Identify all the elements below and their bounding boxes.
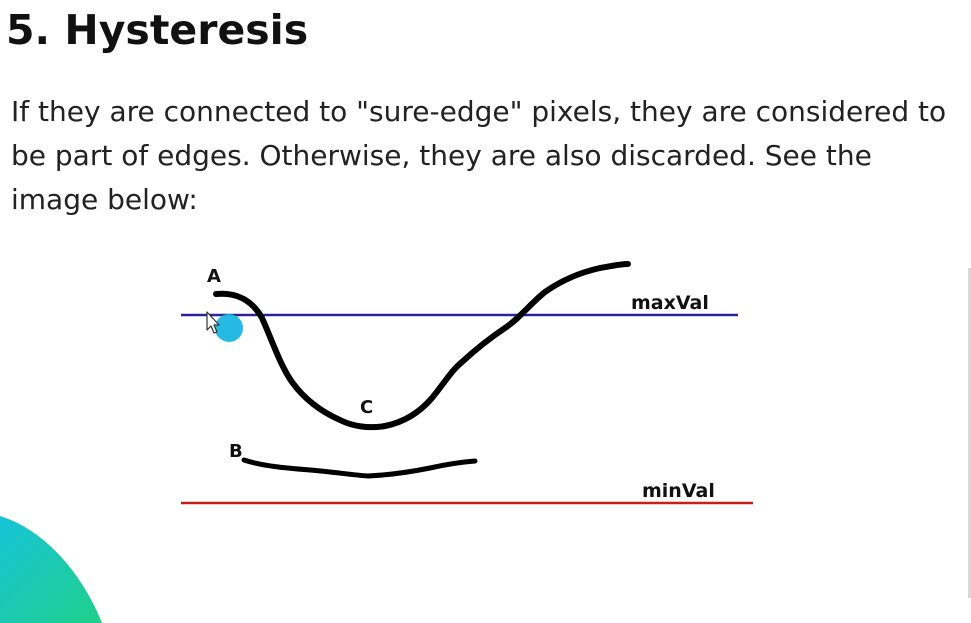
page-title: 5. Hysteresis: [6, 6, 309, 54]
paragraph-line: image below:: [11, 183, 198, 216]
label-b: B: [229, 441, 243, 462]
label-maxval: maxVal: [631, 292, 709, 314]
mouse-pointer-icon: [206, 311, 220, 334]
label-c: C: [360, 397, 373, 418]
right-edge-divider: [968, 268, 971, 598]
label-minval: minVal: [642, 480, 715, 502]
paragraph-line: If they are connected to "sure-edge" pix…: [11, 95, 947, 128]
cursor-highlight-dot: [215, 314, 243, 342]
edge-curve-b: [241, 457, 478, 479]
paragraph: If they are connected to "sure-edge" pix…: [11, 90, 971, 222]
edge-curve-ac: [213, 261, 631, 431]
label-a: A: [207, 266, 221, 287]
corner-decoration: [0, 516, 102, 623]
paragraph-line: be part of edges. Otherwise, they are al…: [11, 139, 872, 172]
